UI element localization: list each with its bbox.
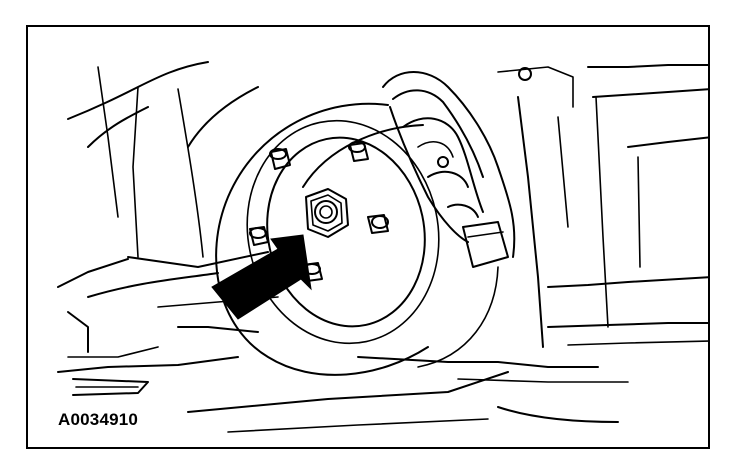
diagram-frame: A0034910 bbox=[26, 25, 710, 449]
hub-nut bbox=[305, 188, 349, 238]
hub-face bbox=[266, 136, 426, 328]
sensor-connector bbox=[462, 221, 509, 268]
figure-id-label: A0034910 bbox=[58, 410, 139, 429]
body-structure-lines bbox=[57, 61, 708, 433]
bracket-hole bbox=[518, 67, 532, 81]
brake-rotor bbox=[215, 102, 440, 376]
wheel-stud bbox=[348, 141, 369, 162]
wheel-stud bbox=[269, 148, 291, 170]
wheel-stud bbox=[367, 214, 389, 234]
arrow-icon bbox=[211, 234, 312, 320]
wheel-stud bbox=[249, 226, 269, 246]
brake-caliper bbox=[382, 71, 516, 368]
brake-hub-illustration bbox=[57, 61, 708, 433]
